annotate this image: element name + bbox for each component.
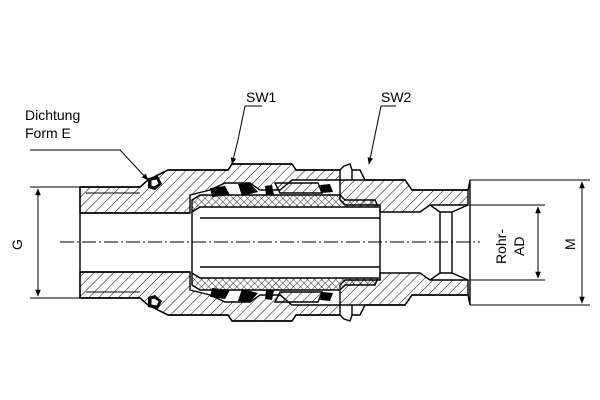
sw2-label: SW2: [381, 89, 412, 105]
tube-od-label-line1: Rohr-: [493, 229, 509, 264]
seal-label-line1: Dichtung: [25, 107, 80, 123]
clamp-ring: [273, 182, 324, 303]
seal-label-line2: Form E: [25, 125, 71, 141]
g-label: G: [9, 239, 25, 250]
dimension-m: [470, 179, 590, 306]
union-nut: [339, 163, 471, 322]
tube-insert: [191, 194, 381, 291]
m-label: M: [562, 238, 578, 250]
leader-sw1: [230, 105, 262, 165]
dimension-g: [30, 186, 80, 299]
tube-od-label-line2: AD: [511, 237, 527, 256]
leader-sw2: [367, 105, 396, 165]
sw1-label: SW1: [246, 89, 277, 105]
dimension-tube-od: [470, 204, 545, 281]
o-ring-seals: [210, 183, 333, 302]
leader-seal: [30, 149, 149, 181]
seal-ring-form-e: [148, 176, 162, 309]
fitting-body: [79, 163, 341, 322]
